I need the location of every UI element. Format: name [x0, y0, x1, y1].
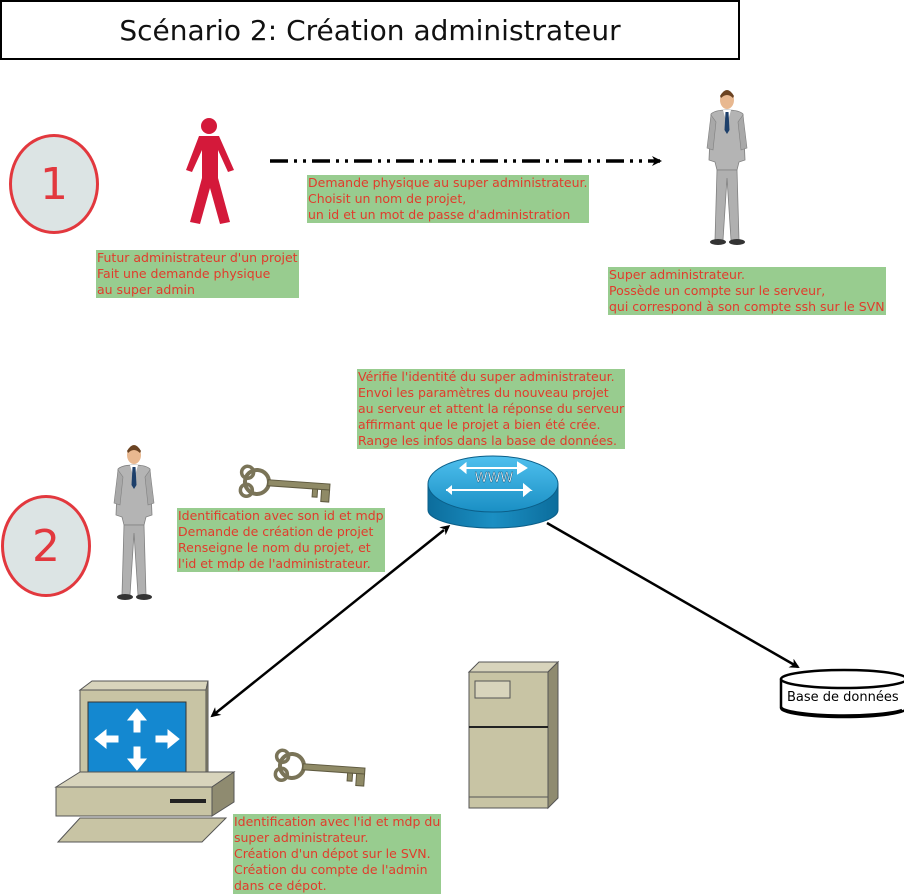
- step-2-badge: 2: [1, 495, 91, 597]
- note-identification-super-admin: Identification avec l'id et mdp du super…: [233, 814, 442, 894]
- note-identification-admin: Identification avec son id et mdp Demand…: [177, 508, 385, 572]
- key-icon: [237, 463, 333, 505]
- note-super-admin: Super administrateur. Possède un compte …: [608, 267, 886, 315]
- note-futur-admin: Futur administrateur d'un projet Fait un…: [96, 250, 299, 298]
- server-tower-icon: [467, 660, 560, 810]
- note-verifie-identite: Vérifie l'identité du super administrate…: [357, 369, 626, 449]
- businessman-icon: [706, 89, 748, 246]
- note-demande-physique: Demande physique au super administrateur…: [307, 175, 589, 223]
- database-arrow: [546, 521, 800, 669]
- network-arrow: [210, 524, 451, 718]
- businessman-icon: [113, 444, 155, 601]
- www-router-icon: [427, 455, 559, 529]
- diagram-title: Scénario 2: Création administrateur: [0, 0, 740, 60]
- database-icon: [779, 668, 904, 719]
- router-label: WWW: [475, 471, 514, 486]
- computer-icon: [54, 680, 236, 843]
- step-1-badge: 1: [9, 134, 99, 234]
- database-label: Base de données: [787, 690, 899, 705]
- red-person-icon: [186, 118, 234, 224]
- key-icon: [272, 747, 368, 789]
